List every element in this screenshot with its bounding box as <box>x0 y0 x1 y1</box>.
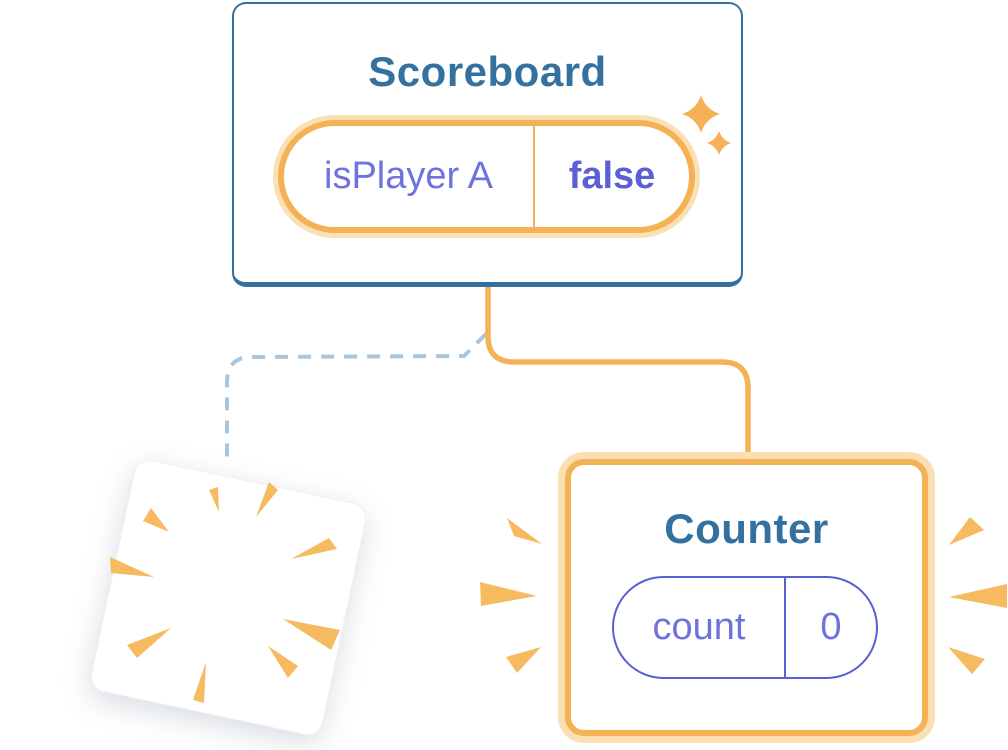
burst-wedge <box>949 584 1007 608</box>
burst-wedge <box>506 647 541 673</box>
state-name-label: isPlayer A <box>284 126 535 227</box>
burst-wedge <box>480 582 537 606</box>
counter-card-highlight: Counter count 0 <box>558 452 935 743</box>
state-name-label: count <box>614 578 786 677</box>
state-value-label: false <box>568 155 656 197</box>
counter-state-pill: count 0 <box>612 576 878 679</box>
scoreboard-state-pill-highlight: isPlayer A false <box>273 115 700 238</box>
dashed-connector-line <box>225 332 488 462</box>
burst-wedge <box>948 647 985 674</box>
scoreboard-title: Scoreboard <box>368 48 607 95</box>
counter-title: Counter <box>664 505 829 552</box>
scoreboard-state-pill: isPlayer A false <box>278 120 695 233</box>
destroyed-component-card <box>87 456 370 739</box>
state-value-label: 0 <box>820 606 842 648</box>
counter-component-card: Counter count 0 <box>565 459 928 736</box>
scoreboard-component-card: Scoreboard isPlayer A false <box>232 2 743 287</box>
counter-emphasis-burst-icon <box>948 517 1007 674</box>
burst-wedge <box>949 517 984 545</box>
counter-emphasis-burst-icon <box>480 518 542 673</box>
solid-connector-line <box>485 284 751 459</box>
burst-wedge <box>507 518 542 544</box>
